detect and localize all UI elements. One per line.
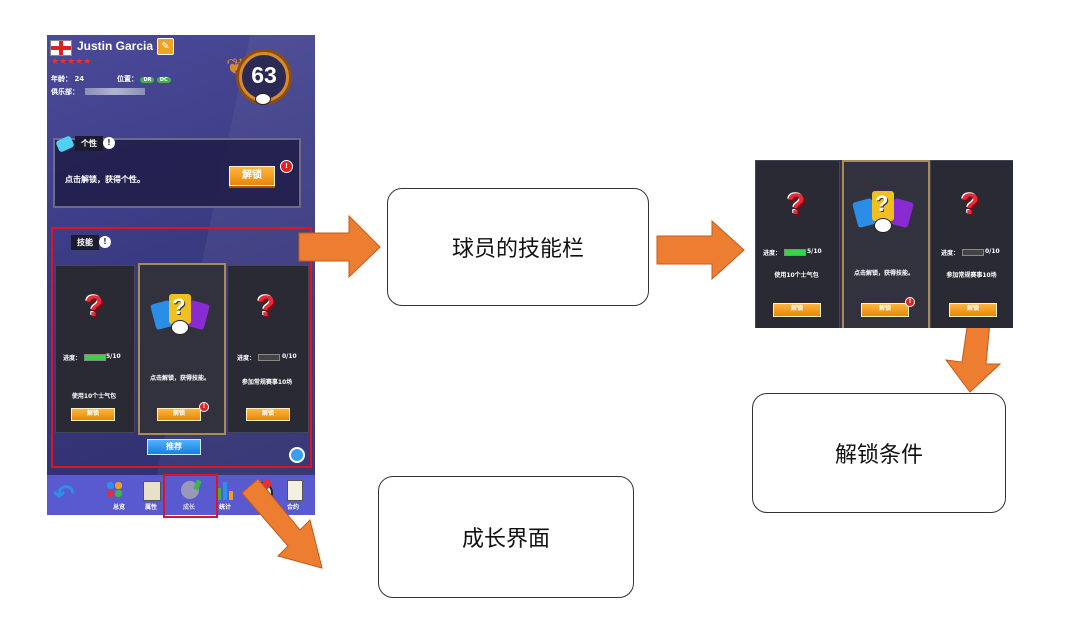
nav-label: 成长 <box>183 504 196 511</box>
attributes-icon <box>143 481 161 501</box>
progress-bar <box>84 354 106 361</box>
alert-badge: ! <box>280 160 293 173</box>
nav-item-contract[interactable]: 合约 <box>281 478 311 512</box>
arrow-down-right <box>241 478 323 569</box>
progress-bar <box>784 249 806 256</box>
skill-card <box>55 265 135 433</box>
mystery-skills-icon: ? <box>147 292 213 335</box>
overall-rating: 63 <box>239 52 289 102</box>
info-icon[interactable]: ! <box>99 236 111 248</box>
skills-zoom-crop: ? 进度： 5/10 使用10个士气包 解锁 ? 点击解锁，获得技能。 解锁 !… <box>755 160 1013 328</box>
age-value: 24 <box>74 75 85 83</box>
callout-text: 解锁条件 <box>834 443 923 468</box>
info-icon[interactable]: ! <box>103 137 115 149</box>
callout-text: 球员的技能栏 <box>451 237 584 262</box>
unlock-condition: 使用10个士气包 <box>71 393 117 400</box>
edit-name-icon[interactable]: ✎ <box>157 38 174 55</box>
skill-card <box>755 160 840 328</box>
callout-growth-screen: 成长界面 <box>378 476 634 598</box>
timer-icon[interactable] <box>289 447 305 463</box>
locked-skill-icon: ? <box>960 188 980 221</box>
age-label: 年龄： <box>51 75 72 83</box>
progress-label: 进度： <box>763 250 782 257</box>
england-flag-icon <box>50 40 72 56</box>
growth-tab-highlight-box <box>163 474 218 518</box>
alert-badge: ! <box>905 297 915 307</box>
unlock-condition: 参加常规赛事10场 <box>241 379 293 386</box>
nav-label: 合约 <box>287 504 300 511</box>
progress-label: 进度： <box>63 355 82 362</box>
progress-text: 5/10 <box>807 248 822 255</box>
player-stars: ★★★★★ <box>51 57 92 67</box>
callout-text: 成长界面 <box>461 527 550 552</box>
personality-title-text: 个性 <box>81 139 97 148</box>
skill-card <box>138 263 226 435</box>
position-label: 位置： <box>117 75 138 83</box>
ball-icon <box>255 93 271 105</box>
nav-label: 属性 <box>145 504 158 511</box>
progress-bar <box>258 354 280 361</box>
game-screenshot: Justin Garcia ✎ ★★★★★ 年龄： 24 位置： DR DC 俱… <box>47 35 315 515</box>
unlock-skill-button[interactable]: 解锁 <box>246 408 290 421</box>
nav-label: 统计 <box>219 504 232 511</box>
skill-hint: 点击解锁，获得技能。 <box>853 270 914 277</box>
progress-label: 进度： <box>237 355 256 362</box>
progress-text: 0/10 <box>985 248 1000 255</box>
progress-bar <box>962 249 984 256</box>
arrow-down <box>944 319 1002 393</box>
skill-card <box>842 160 930 328</box>
age-row: 年龄： 24 <box>51 74 84 84</box>
nav-item-stats[interactable]: 统计 <box>213 478 243 512</box>
unlock-personality-button[interactable]: 解锁 <box>229 166 275 186</box>
recommend-button[interactable]: 推荐 <box>147 439 201 455</box>
callout-skills-bar: 球员的技能栏 <box>387 188 649 306</box>
position-badge: DR <box>140 77 155 83</box>
progress-text: 0/10 <box>282 353 297 360</box>
back-arrow-icon[interactable]: ↶ <box>53 480 75 510</box>
personality-hint: 点击解锁，获得个性。 <box>65 175 145 184</box>
progress-label: 进度： <box>941 250 960 257</box>
alert-badge: ! <box>199 402 209 412</box>
callout-unlock-conditions: 解锁条件 <box>752 393 1006 513</box>
locked-skill-icon: ? <box>84 290 104 323</box>
personality-title: 个性 <box>75 136 103 151</box>
club-label: 俱乐部： <box>51 88 79 96</box>
locked-skill-icon: ? <box>256 290 276 323</box>
locked-skill-icon: ? <box>786 188 806 221</box>
skill-card <box>930 160 1013 328</box>
unlock-condition: 参加常规赛事10场 <box>946 272 997 279</box>
nav-label: 总览 <box>113 504 126 511</box>
unlock-skill-button[interactable]: 解锁 <box>773 303 821 317</box>
arrow-right <box>298 214 381 279</box>
unlock-condition: 使用10个士气包 <box>774 272 819 279</box>
player-name: Justin Garcia <box>77 39 154 53</box>
skills-title: 技能 <box>71 235 99 250</box>
skills-title-text: 技能 <box>77 238 93 247</box>
nav-item-attributes[interactable]: 属性 <box>139 478 169 512</box>
skill-hint: 点击解锁，获得技能。 <box>149 375 210 382</box>
position-row: 位置： DR DC <box>117 74 171 84</box>
skill-card <box>227 265 309 433</box>
unlock-skill-button[interactable]: 解锁 <box>71 408 115 421</box>
nav-item-growth[interactable]: 成长 <box>173 478 209 512</box>
club-name-blurred <box>85 88 145 95</box>
progress-text: 5/10 <box>106 353 121 360</box>
nav-item-overview[interactable]: 总览 <box>103 480 133 512</box>
unlock-skill-button[interactable]: 解锁 <box>949 303 997 317</box>
contract-icon <box>287 480 303 501</box>
skills-highlight-box <box>51 227 312 468</box>
unlock-skill-button[interactable]: 解锁 <box>861 303 909 317</box>
arrow-right <box>656 219 745 281</box>
unlock-skill-button[interactable]: 解锁 <box>157 408 201 421</box>
position-badge: DC <box>156 77 171 83</box>
mystery-skills-icon: ? <box>849 188 917 234</box>
